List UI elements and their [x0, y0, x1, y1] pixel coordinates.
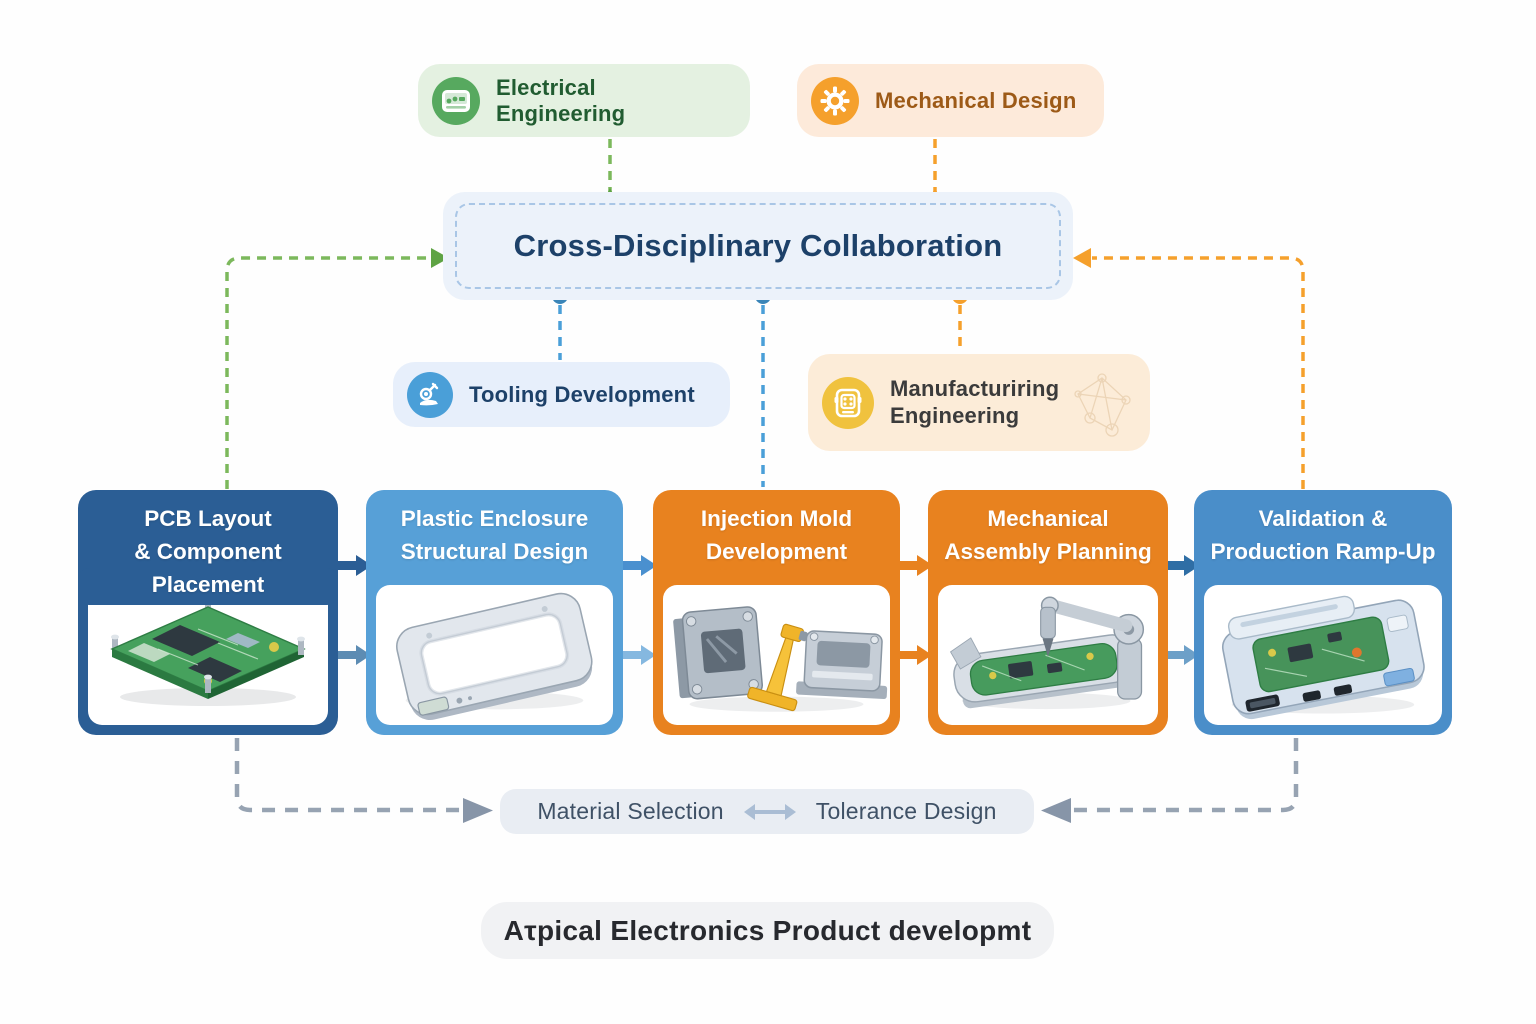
robot-arm: [1040, 596, 1145, 700]
stage5-to-sharedbar-line: [1072, 738, 1299, 813]
stage1-line3: Placement: [78, 568, 338, 605]
badge-tooling-label: Tooling Development: [469, 381, 695, 407]
badge-manufacturing-engineering: Manufacturiring Engineering: [808, 354, 1150, 451]
double-arrow-icon: [743, 803, 796, 820]
stage2-title: Plastic Enclosure Structural Design: [366, 503, 623, 568]
stage4-line1: Mechanical: [987, 506, 1109, 531]
stage1-to-sharedbar-line: [234, 738, 462, 813]
stage2-line2: Structural Design: [400, 538, 589, 564]
stage3-line2: Development: [705, 538, 848, 564]
collab-right-arrowhead-icon: [1073, 248, 1091, 268]
badge-tooling-development: Tooling Development: [393, 362, 730, 427]
stage-validation-rampup: Validation & Production Ramp-Up: [1194, 490, 1452, 735]
stage-flow-arrows-top: [334, 555, 1200, 576]
stage-injection-mold: Injection Mold Development: [653, 490, 900, 735]
stage4-title: Mechanical Assembly Planning: [928, 503, 1168, 568]
stage5-line1: Validation &: [1258, 506, 1388, 531]
sharedbar-left-arrowhead-icon: [463, 798, 493, 823]
stage1-line2: & Component: [134, 538, 282, 564]
stage5-line2: Production Ramp-Up: [1210, 538, 1436, 564]
gear-icon: [811, 76, 859, 125]
badge-mechanical-design: Mechanical Design: [797, 64, 1104, 137]
assembly-illustration: [938, 585, 1158, 725]
collaboration-title: Cross-Disciplinary Collaboration: [513, 228, 1003, 263]
device-illustration: [1204, 585, 1442, 725]
stage3-title: Injection Mold Development: [653, 503, 900, 568]
stage1-to-collab-line: [225, 256, 430, 489]
badge-manufacturing-label: Manufacturiring Engineering: [890, 376, 1059, 430]
stage-plastic-enclosure: Plastic Enclosure Structural Design: [366, 490, 623, 735]
stage2-line1: Plastic Enclosure: [400, 506, 589, 531]
machine-panel-icon: [822, 376, 874, 429]
badge-mechanical-label: Mechanical Design: [875, 87, 1077, 113]
shared-parameters-bar: Material Selection Tolerance Design: [500, 789, 1034, 834]
wireframe-sketch-decoration: [1074, 373, 1131, 437]
badge-electrical-label: Electrical Engineering: [496, 74, 626, 126]
stage5-to-collab-line: [1092, 256, 1305, 489]
stage4-line2: Assembly Planning: [944, 538, 1152, 564]
mold-illustration: [663, 585, 890, 725]
badge-electrical-engineering: Electrical Engineering: [418, 64, 750, 137]
diagram-caption: Aτpical Electronics Product developmt: [481, 902, 1054, 959]
stage-pcb-layout: PCB Layout & Component Placement: [78, 490, 338, 735]
stage5-title: Validation & Production Ramp-Up: [1194, 503, 1452, 568]
stage-mechanical-assembly: Mechanical Assembly Planning: [928, 490, 1168, 735]
sharedbar-right-arrowhead-icon: [1041, 798, 1071, 823]
tolerance-design-label: Tolerance Design: [815, 798, 997, 824]
collaboration-dashed-frame: Cross-Disciplinary Collaboration: [455, 203, 1061, 289]
collab-left-arrowhead-icon: [431, 248, 449, 268]
caption-text: Aτpical Electronics Product developmt: [503, 914, 1032, 946]
stage1-title: PCB Layout & Component Placement: [78, 503, 338, 605]
collaboration-hub: Cross-Disciplinary Collaboration: [443, 192, 1073, 300]
pcb-illustration: [88, 585, 328, 725]
material-selection-label: Material Selection: [537, 798, 724, 824]
stage-flow-arrows-bottom: [334, 645, 1199, 665]
stage3-line1: Injection Mold: [700, 506, 853, 531]
circuit-board-icon: [432, 76, 480, 125]
yellow-clamp: [747, 623, 808, 712]
enclosure-illustration: [376, 585, 613, 725]
manufacturing-label-line1: Manufacturiring: [890, 375, 1060, 401]
microscope-icon: [407, 371, 453, 418]
manufacturing-label-line2: Engineering: [890, 402, 1020, 428]
stage1-line1: PCB Layout: [144, 506, 272, 531]
